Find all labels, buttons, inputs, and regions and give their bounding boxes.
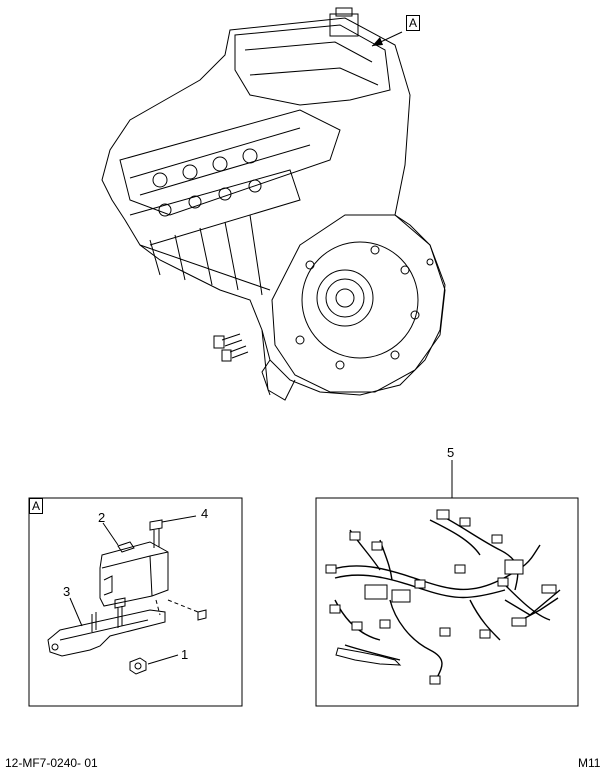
sheet-code: M11 bbox=[578, 756, 601, 770]
callout-2: 2 bbox=[98, 510, 106, 525]
callout-5: 5 bbox=[447, 445, 455, 460]
detail-a-frame-label: A bbox=[29, 498, 44, 514]
callout-3: 3 bbox=[63, 584, 71, 599]
callout-1: 1 bbox=[181, 647, 189, 662]
drawing-number: 12-MF7-0240- 01 bbox=[5, 756, 98, 770]
callout-4: 4 bbox=[201, 506, 209, 521]
detail-a-reference-label: A bbox=[406, 15, 421, 31]
